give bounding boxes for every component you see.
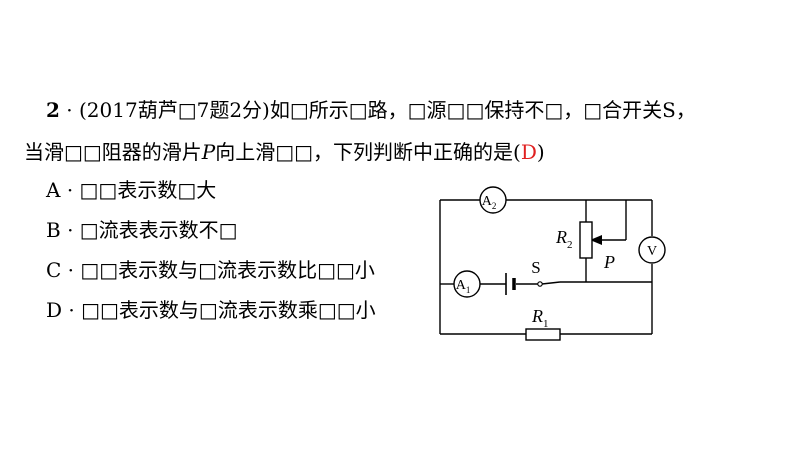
option-separator: · bbox=[66, 178, 74, 202]
question-line-2: 当滑□□阻器的滑片P向上滑□□，下列判断中正确的是(D) bbox=[24, 138, 545, 166]
question-variable-p: P bbox=[201, 140, 216, 164]
option-letter: A bbox=[46, 178, 61, 202]
circuit-diagram: S R2 P R1 A2 A1 V bbox=[439, 186, 666, 341]
rheostat-r2: R2 P bbox=[555, 221, 615, 272]
option-a: A · □□表示数□大 bbox=[46, 176, 216, 204]
question-number: 2 bbox=[46, 98, 60, 122]
question-separator: · bbox=[66, 98, 73, 122]
option-text: □□表示数与□流表示数比□□小 bbox=[80, 258, 375, 282]
ammeter-a1-label: A1 bbox=[456, 278, 471, 295]
question-text-line-2-pre: 当滑□□阻器的滑片 bbox=[24, 140, 202, 164]
option-letter: C bbox=[46, 258, 62, 282]
ammeter-a1: A1 bbox=[453, 270, 481, 298]
question-source: (2017葫芦□7题2分) bbox=[79, 98, 270, 122]
option-text: □□表示数□大 bbox=[79, 178, 217, 202]
resistor-r1: R1 bbox=[525, 306, 561, 341]
slider-label: P bbox=[603, 252, 615, 272]
question-text-line-1: 如□所示□路，□源□□保持不□，□合开关S， bbox=[269, 98, 696, 122]
voltmeter-v: V bbox=[638, 236, 666, 264]
option-separator: · bbox=[67, 258, 75, 282]
option-b: B · □流表表示数不□ bbox=[46, 216, 238, 244]
voltmeter-label: V bbox=[647, 244, 657, 259]
option-d: D · □□表示数与□流表示数乘□□小 bbox=[46, 296, 376, 324]
question-line-1: 2 · (2017葫芦□7题2分)如□所示□路，□源□□保持不□，□合开关S， bbox=[46, 96, 696, 124]
option-letter: B bbox=[46, 218, 61, 242]
option-separator: · bbox=[67, 218, 74, 242]
circuit-wires bbox=[439, 199, 653, 335]
option-text: □流表表示数不□ bbox=[79, 218, 238, 242]
switch-s: S bbox=[531, 258, 543, 287]
ammeter-a2: A2 bbox=[479, 186, 507, 214]
slider-arrow-icon bbox=[590, 235, 602, 245]
ammeter-a2-label: A2 bbox=[482, 194, 497, 211]
answer-letter: D bbox=[520, 140, 537, 164]
option-c: C · □□表示数与□流表示数比□□小 bbox=[46, 256, 375, 284]
option-text: □□表示数与□流表示数乘□□小 bbox=[81, 298, 376, 322]
question-text-line-2-post: 向上滑□□，下列判断中正确的是( bbox=[215, 140, 521, 164]
r2-label: R2 bbox=[555, 227, 573, 251]
option-separator: · bbox=[68, 298, 75, 322]
question-close-paren: ) bbox=[536, 140, 545, 164]
battery-symbol bbox=[505, 273, 516, 295]
r1-label: R1 bbox=[531, 306, 549, 330]
switch-label: S bbox=[531, 258, 540, 277]
option-letter: D bbox=[46, 298, 63, 322]
